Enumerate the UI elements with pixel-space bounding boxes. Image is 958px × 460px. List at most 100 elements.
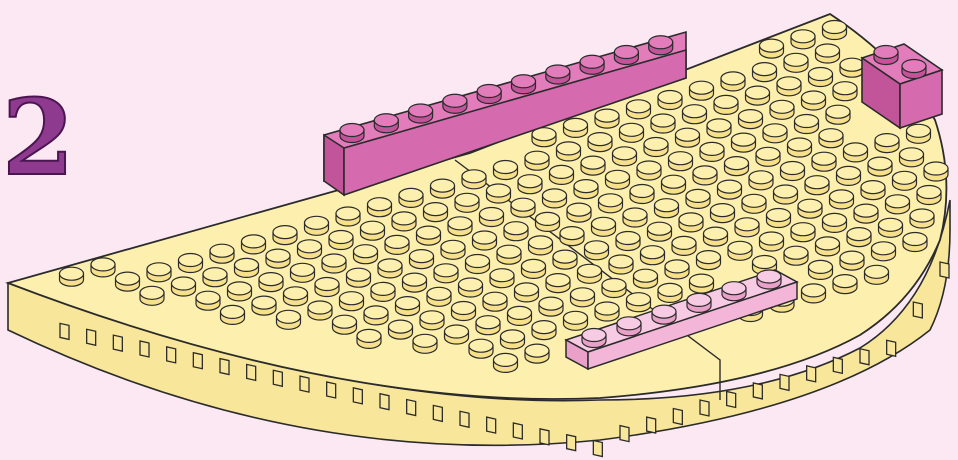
stud — [567, 203, 591, 222]
stud — [473, 231, 497, 250]
stud — [448, 217, 472, 236]
stud — [333, 315, 357, 334]
baseplate-tooth — [727, 391, 736, 407]
stud — [512, 75, 536, 94]
stud — [833, 82, 857, 101]
baseplate-tooth — [620, 426, 629, 442]
stud — [399, 188, 423, 207]
stud — [580, 55, 604, 74]
stud — [308, 301, 332, 320]
stud — [917, 186, 941, 205]
stud — [564, 118, 588, 137]
stud — [396, 297, 420, 316]
stud — [714, 95, 738, 114]
baseplate-tooth — [887, 340, 896, 356]
stud — [809, 68, 833, 87]
baseplate-tooth — [273, 370, 282, 386]
stud — [893, 171, 917, 190]
stud — [651, 114, 675, 133]
stud — [697, 251, 721, 270]
stud — [221, 305, 245, 324]
stud — [252, 296, 276, 315]
stud — [595, 109, 619, 128]
stud — [795, 115, 819, 134]
stud — [536, 212, 560, 231]
baseplate-tooth — [380, 394, 389, 410]
stud — [756, 147, 780, 166]
baseplate-tooth — [780, 374, 789, 390]
stud — [609, 255, 633, 274]
stud — [627, 100, 651, 119]
stud — [676, 128, 700, 147]
stud — [802, 284, 826, 303]
stud — [477, 85, 501, 104]
stud — [816, 44, 840, 63]
baseplate-tooth — [460, 411, 469, 427]
stud — [266, 249, 290, 268]
stud — [648, 222, 672, 241]
stud — [614, 46, 638, 65]
stud — [413, 334, 437, 353]
baseplate-tooth — [220, 359, 229, 375]
stud — [347, 268, 371, 287]
stud — [546, 274, 570, 293]
stud — [403, 273, 427, 292]
stud — [700, 142, 724, 161]
stud — [508, 306, 532, 325]
stud — [602, 279, 626, 298]
stud — [392, 212, 416, 231]
baseplate-tooth — [140, 341, 149, 357]
stud — [802, 91, 826, 110]
stud — [322, 254, 346, 273]
stud — [595, 302, 619, 321]
stud — [770, 100, 794, 119]
stud — [361, 221, 385, 240]
baseplate-tooth — [327, 382, 336, 398]
stud — [431, 179, 455, 198]
stud — [515, 283, 539, 302]
stud — [721, 72, 745, 91]
stud — [784, 53, 808, 72]
stud — [581, 156, 605, 175]
stud — [340, 292, 364, 311]
baseplate-tooth — [513, 423, 522, 439]
stud — [305, 216, 329, 235]
stud — [259, 273, 283, 292]
stud — [788, 138, 812, 157]
stud — [763, 124, 787, 143]
stud — [427, 287, 451, 306]
stud — [725, 157, 749, 176]
stud — [532, 128, 556, 147]
stud — [641, 246, 665, 265]
stud — [378, 259, 402, 278]
stud — [582, 329, 606, 348]
stud — [389, 320, 413, 339]
stud — [693, 166, 717, 185]
stud — [760, 39, 784, 58]
stud — [722, 282, 746, 301]
stud — [571, 288, 595, 307]
baseplate-tooth — [567, 435, 576, 451]
stud — [617, 317, 641, 336]
stud — [665, 260, 689, 279]
baseplate-tooth — [807, 366, 816, 382]
stud — [518, 175, 542, 194]
stud — [637, 161, 661, 180]
stud — [445, 325, 469, 344]
stud — [374, 114, 398, 133]
stud — [707, 119, 731, 138]
stud — [830, 190, 854, 209]
stud — [480, 208, 504, 227]
stud — [798, 199, 822, 218]
stud — [459, 278, 483, 297]
stud — [910, 209, 934, 228]
stud — [767, 209, 791, 228]
baseplate-tooth — [940, 262, 949, 278]
stud — [452, 302, 476, 321]
baseplate-tooth — [193, 353, 202, 369]
baseplate-tooth — [860, 349, 869, 365]
baseplate-tooth — [487, 417, 496, 433]
stud — [784, 246, 808, 265]
stud — [924, 162, 948, 181]
stud — [718, 180, 742, 199]
